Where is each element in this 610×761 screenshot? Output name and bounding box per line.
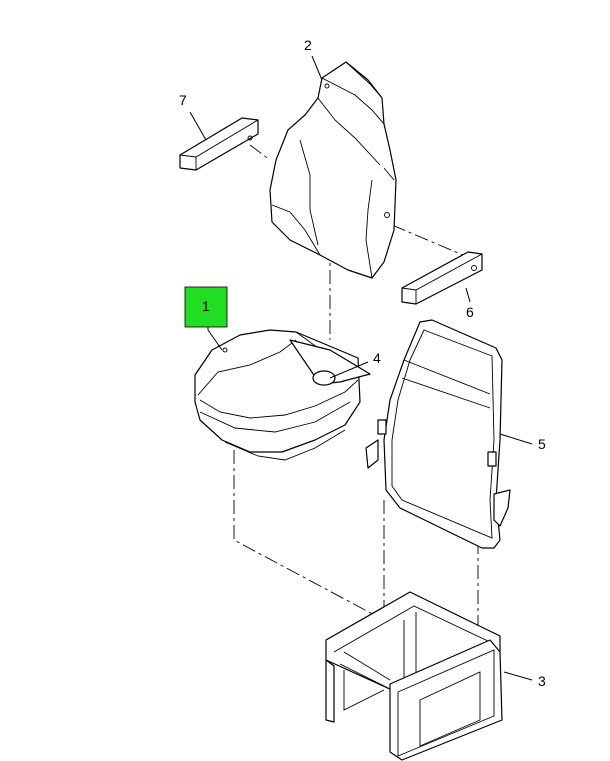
callout-7[interactable]: 7 — [179, 92, 187, 108]
assembly-lines — [233, 144, 479, 640]
callout-1[interactable]: 1 — [202, 298, 210, 314]
part-1-highlight[interactable] — [184, 286, 228, 328]
seat-back[interactable] — [269, 61, 397, 279]
callout-3[interactable]: 3 — [538, 673, 546, 689]
armrest-left[interactable] — [179, 117, 259, 171]
callout-2[interactable]: 2 — [304, 37, 312, 53]
seat-cover-tag[interactable] — [289, 339, 371, 386]
armrest-right[interactable] — [401, 251, 483, 305]
seat-frame[interactable] — [365, 319, 511, 549]
callout-6[interactable]: 6 — [466, 304, 474, 320]
callout-4[interactable]: 4 — [373, 350, 381, 366]
seat-base[interactable] — [325, 591, 503, 761]
callout-5[interactable]: 5 — [538, 436, 546, 452]
